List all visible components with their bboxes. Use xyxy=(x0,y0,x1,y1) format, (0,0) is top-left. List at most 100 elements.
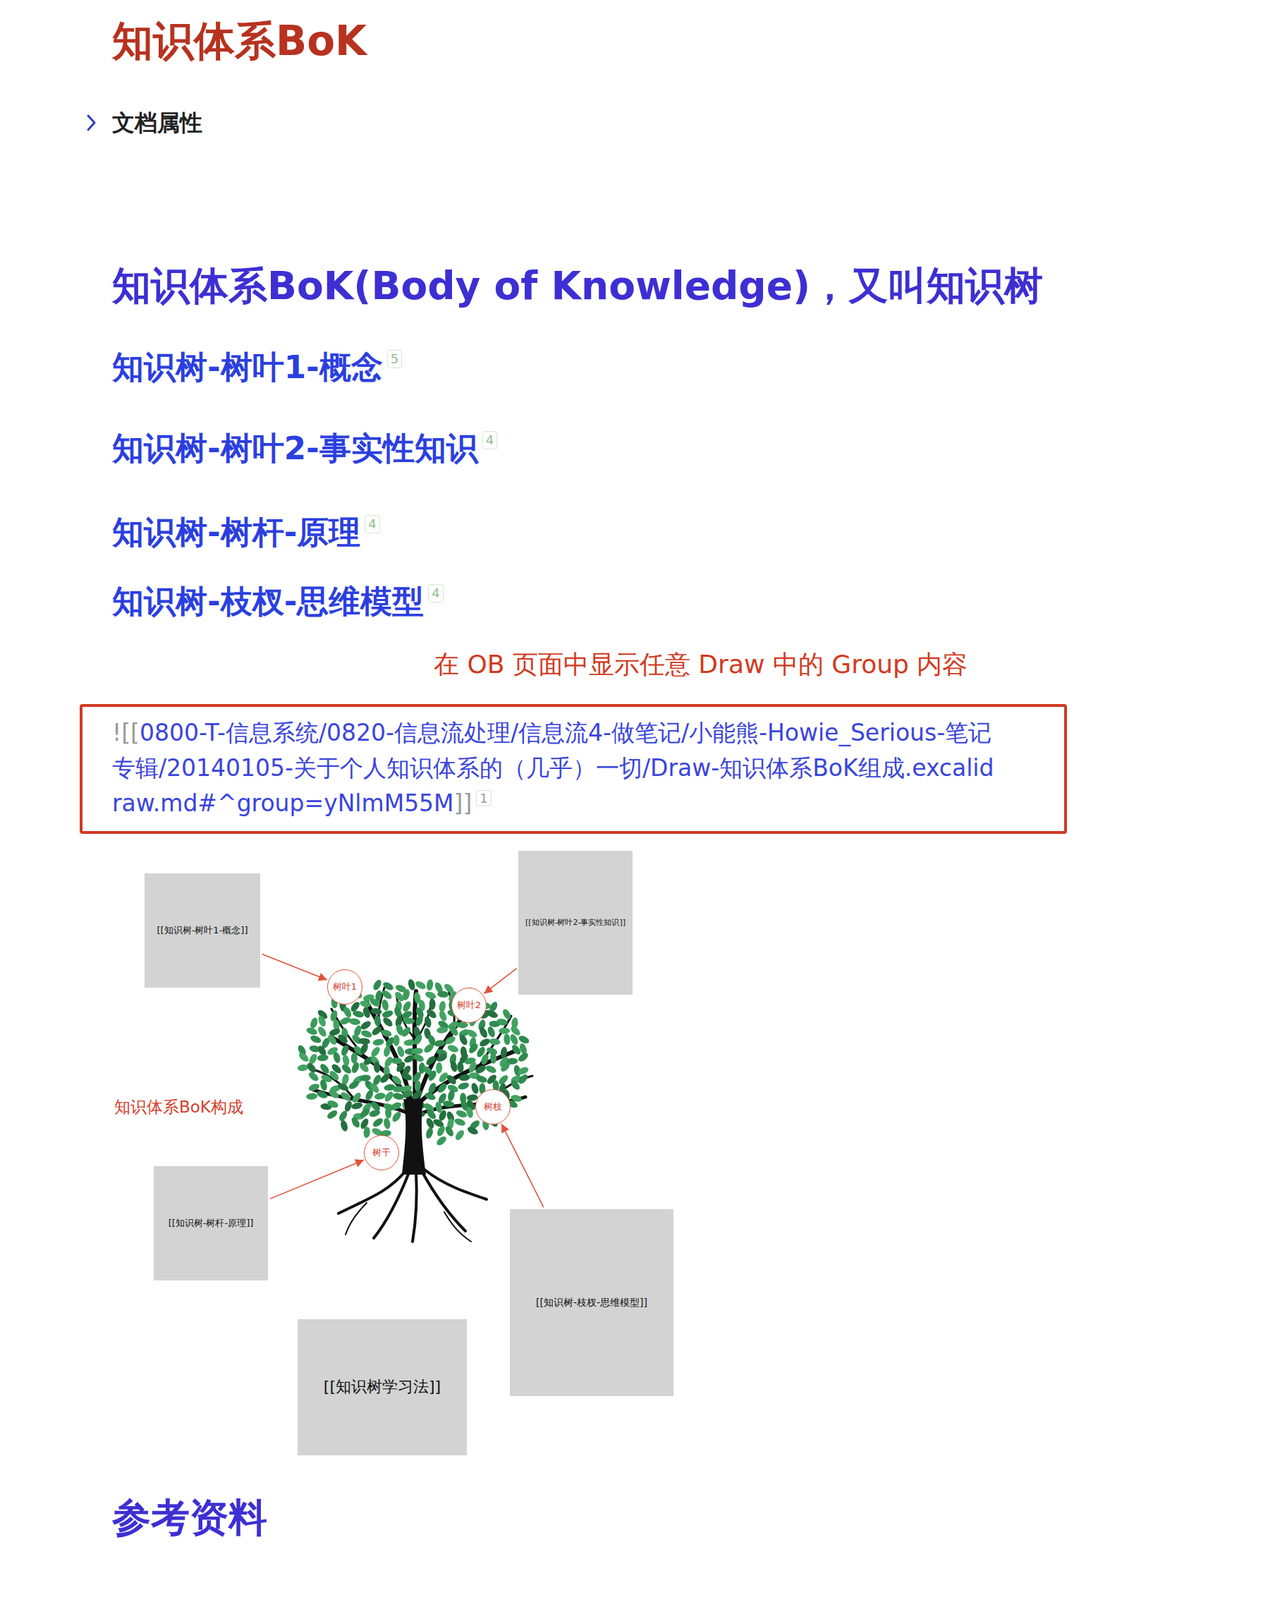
page-title: 知识体系BoK xyxy=(112,16,367,67)
leaf xyxy=(446,1042,460,1053)
leaf xyxy=(499,1045,508,1058)
heading-3: 知识树-树叶1-概念 xyxy=(112,348,383,387)
note-card: [[知识树-树叶2-事实性知识]] xyxy=(518,850,633,995)
leaf xyxy=(373,1060,381,1073)
leaf xyxy=(447,1023,460,1037)
leaf xyxy=(428,997,436,1010)
leaf xyxy=(332,1050,342,1064)
leaf xyxy=(478,1036,491,1048)
leaf xyxy=(363,1088,375,1101)
leaf xyxy=(358,999,372,1008)
leaf xyxy=(433,1038,446,1048)
note-card: [[知识树学习法]] xyxy=(297,1318,467,1455)
part-circle: 树枝 xyxy=(475,1088,511,1125)
leaf xyxy=(339,1090,352,1103)
leaf xyxy=(351,1009,365,1019)
leaf xyxy=(456,1060,465,1073)
leaf xyxy=(466,1124,479,1136)
leaf xyxy=(456,1081,470,1091)
leaf xyxy=(358,1106,371,1119)
leaf xyxy=(339,1119,350,1132)
heading-2: 参考资料 xyxy=(112,1493,268,1541)
card-text: [[知识树学习法]] xyxy=(323,1376,441,1397)
leaf xyxy=(336,1081,350,1092)
arrow-connector xyxy=(483,968,517,994)
leaf xyxy=(470,1081,481,1095)
leaf xyxy=(411,1052,425,1063)
leaf xyxy=(395,1045,406,1058)
leaf xyxy=(516,1065,530,1077)
leaf xyxy=(307,1070,321,1083)
leaf xyxy=(426,1069,438,1082)
arrow-connector xyxy=(262,954,328,980)
expand-chevron xyxy=(88,115,95,130)
leaf xyxy=(371,1116,385,1129)
leaf xyxy=(403,1017,415,1024)
part-circle: 树叶2 xyxy=(451,987,487,1023)
leaf xyxy=(495,1017,508,1027)
leaf xyxy=(399,1025,412,1039)
leaf xyxy=(400,1088,414,1099)
leaf xyxy=(368,1108,381,1118)
note-card: [[知识树-树叶1-概念]] xyxy=(144,873,261,988)
card-text: [[知识树-枝杈-思维模型]] xyxy=(535,1295,648,1309)
leaf xyxy=(454,1108,468,1119)
leaf xyxy=(317,1014,328,1027)
leaf xyxy=(443,1034,457,1046)
leaf xyxy=(373,1091,386,1101)
circle-text: 树枝 xyxy=(483,1100,503,1113)
heading-3: 知识树-枝杈-思维模型 xyxy=(112,582,424,621)
leaf xyxy=(370,1007,383,1016)
leaf xyxy=(424,1126,434,1139)
backlink-count: 4 xyxy=(428,583,443,603)
leaf xyxy=(309,1033,323,1045)
leaf xyxy=(412,1033,424,1046)
circle-text: 树叶2 xyxy=(456,998,481,1012)
leaf xyxy=(297,1050,311,1063)
tree-trunk xyxy=(401,1098,426,1175)
tree-illustration xyxy=(296,978,533,1242)
leaf xyxy=(350,1100,364,1110)
leaf xyxy=(368,996,382,1008)
arrow-connector xyxy=(501,1123,544,1207)
leaf xyxy=(479,1052,490,1065)
leaf xyxy=(327,1069,341,1082)
leaf xyxy=(484,1063,498,1075)
leaf xyxy=(401,987,412,1001)
heading-2: 知识体系BoK(Body of Knowledge)，又叫知识树 xyxy=(112,262,1043,309)
leaf xyxy=(453,1117,467,1127)
leaf xyxy=(444,1073,458,1087)
leaf xyxy=(498,1027,510,1034)
leaf xyxy=(437,990,450,998)
leaf xyxy=(423,1090,437,1102)
leaf xyxy=(369,1045,382,1058)
leaf xyxy=(326,1033,339,1046)
leaf xyxy=(326,1098,340,1109)
leaf xyxy=(359,1074,371,1082)
link-bracket: ![[ xyxy=(112,718,140,747)
leaf xyxy=(436,1026,449,1034)
leaf xyxy=(443,1124,455,1137)
leaf xyxy=(465,1027,479,1039)
leaf xyxy=(327,1088,340,1100)
leaf xyxy=(422,1041,436,1054)
note-card: [[知识树-枝杈-思维模型]] xyxy=(509,1208,674,1396)
leaf xyxy=(508,1032,520,1046)
leaf xyxy=(449,1059,459,1073)
leaf xyxy=(509,1078,522,1091)
embed-link-box: ![[0800-T-信息系统/0820-信息流处理/信息流4-做笔记/小能熊-H… xyxy=(79,703,1067,834)
leaf xyxy=(316,1024,328,1038)
leaf xyxy=(350,1060,361,1074)
leaf xyxy=(411,1047,424,1055)
leaf xyxy=(486,1025,497,1039)
card-text: [[知识树-树叶1-概念]] xyxy=(157,924,249,937)
leaf xyxy=(435,1052,448,1063)
leaf xyxy=(380,998,390,1011)
leaf xyxy=(393,1034,400,1046)
leaf xyxy=(381,1015,395,1028)
leaf xyxy=(447,1088,456,1102)
circle-text: 树叶1 xyxy=(332,980,357,993)
backlink-count: 4 xyxy=(482,430,498,450)
leaf xyxy=(318,1062,331,1075)
